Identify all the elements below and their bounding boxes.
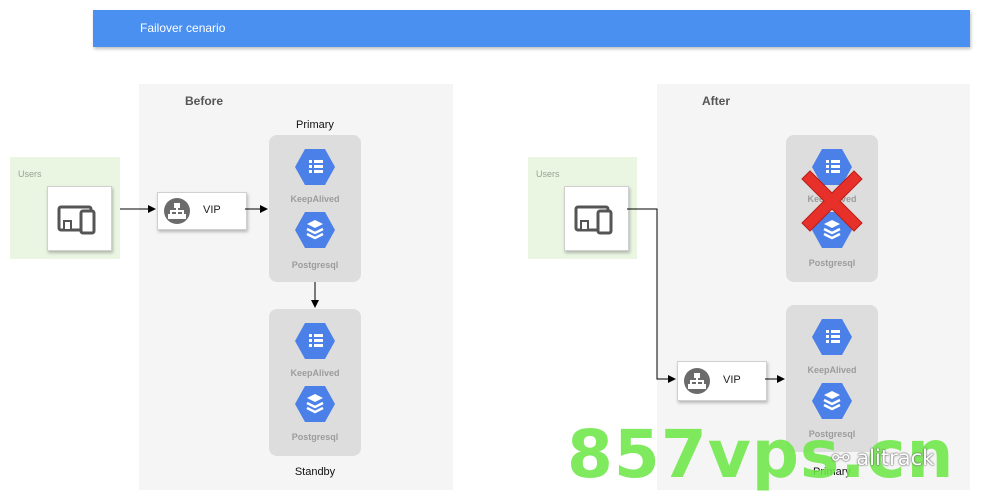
keepalived-icon bbox=[295, 149, 335, 185]
keepalived-icon bbox=[812, 319, 852, 355]
vip-label-after: VIP bbox=[723, 374, 741, 386]
keepalived-label: KeepAlived bbox=[290, 368, 340, 378]
vip-before: VIP bbox=[157, 192, 247, 230]
network-icon bbox=[164, 198, 190, 224]
diagram-title: Failover cenario bbox=[140, 21, 226, 35]
devices-icon bbox=[574, 205, 613, 235]
postgresql-label: Postgresql bbox=[808, 429, 856, 439]
user-device-after bbox=[564, 186, 629, 251]
keepalived-label: KeepAlived bbox=[290, 194, 340, 204]
network-icon bbox=[684, 368, 710, 394]
watermark: 857vps.cn bbox=[567, 416, 955, 493]
keepalived-icon bbox=[295, 323, 335, 359]
primary-role-label-before: Primary bbox=[296, 119, 334, 131]
wechat-icon: ⚯ bbox=[832, 446, 850, 470]
primary-node-after: KeepAlived Postgresql bbox=[786, 305, 878, 452]
standby-role-label: Standby bbox=[294, 466, 336, 478]
user-device-before bbox=[47, 186, 112, 251]
keepalived-label: KeepAlived bbox=[807, 365, 857, 375]
users-label-before: Users bbox=[18, 169, 42, 179]
standby-node-before: KeepAlived Postgresql bbox=[269, 309, 361, 456]
title-banner: Failover cenario bbox=[93, 10, 970, 47]
primary-node-before: KeepAlived Postgresql bbox=[269, 135, 361, 282]
postgresql-label: Postgresql bbox=[291, 432, 339, 442]
postgresql-icon bbox=[812, 212, 852, 248]
postgresql-label: Postgresql bbox=[291, 260, 339, 270]
vip-after: VIP bbox=[677, 361, 767, 401]
devices-icon bbox=[57, 205, 96, 235]
failed-node-after: KeepAlived Postgresql bbox=[786, 135, 878, 282]
vip-label-before: VIP bbox=[203, 204, 221, 216]
users-label-after: Users bbox=[536, 169, 560, 179]
postgresql-icon bbox=[295, 212, 335, 248]
watermark-subtext-label: alitrack bbox=[856, 446, 935, 470]
watermark-subtext: ⚯ alitrack bbox=[832, 446, 934, 470]
before-title: Before bbox=[185, 94, 224, 108]
arrow-users-to-vip-after bbox=[627, 208, 676, 383]
primary-role-label-after: Primary bbox=[813, 466, 851, 478]
keepalived-icon bbox=[812, 149, 852, 185]
postgresql-label: Postgresql bbox=[808, 258, 856, 268]
postgresql-icon bbox=[295, 386, 335, 422]
after-title: After bbox=[702, 94, 731, 108]
failure-cross-icon bbox=[801, 170, 863, 232]
postgresql-icon bbox=[812, 383, 852, 419]
